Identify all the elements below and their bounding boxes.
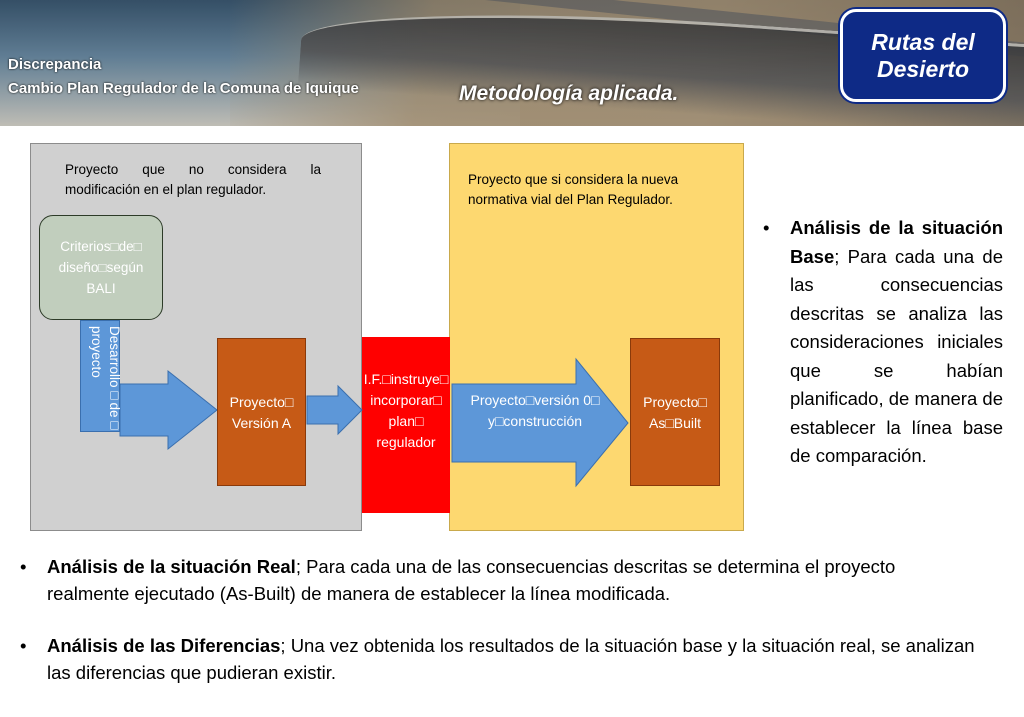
proyecto-version-text: Proyecto□versión 0□ y□construcción — [470, 392, 600, 429]
header-subtitle-2: Cambio Plan Regulador de la Comuna de Iq… — [8, 80, 359, 97]
base-project-panel — [30, 143, 362, 531]
base-project-description: Proyecto que no considera la modificació… — [65, 162, 321, 197]
logo-line-1: Rutas del — [871, 28, 975, 55]
desarrollo-bar — [80, 320, 120, 432]
header-subtitle-1: Discrepancia — [8, 56, 102, 73]
arrow-to-version-a — [119, 369, 218, 451]
slide-title: Metodología aplicada. — [459, 82, 679, 105]
bullet-diferencias: • Análisis de las Diferencias; Una vez o… — [20, 635, 975, 683]
proyecto-as-built-box: Proyecto□ As□Built — [630, 338, 720, 486]
desarrollo-label: Desarrollo□de□ proyecto — [89, 326, 122, 433]
bullet-dot: • — [20, 556, 27, 577]
criterios-bali-box: Criterios□de□ diseño□según BALI — [39, 215, 163, 320]
bullet-dot: • — [763, 217, 770, 238]
new-normative-description: Proyecto que si considera la nueva norma… — [468, 172, 679, 207]
if-instruction-text: I.F.□instruye□ incorporar□ plan□ regulad… — [363, 371, 449, 450]
bullet-situacion-real: • Análisis de la situación Real; Para ca… — [20, 556, 896, 604]
rutas-del-desierto-logo: Rutas del Desierto — [840, 9, 1006, 102]
proyecto-version-a-box: Proyecto□ Versión A — [217, 338, 306, 486]
arrow-proyecto-version — [451, 357, 629, 488]
logo-line-2: Desierto — [876, 55, 970, 82]
arrow-to-red-box — [306, 384, 363, 436]
bullet-dot: • — [20, 635, 27, 656]
if-instruction-box — [362, 337, 450, 513]
bullet-situacion-base: • Análisis de la situación Base; Para ca… — [763, 214, 1003, 471]
